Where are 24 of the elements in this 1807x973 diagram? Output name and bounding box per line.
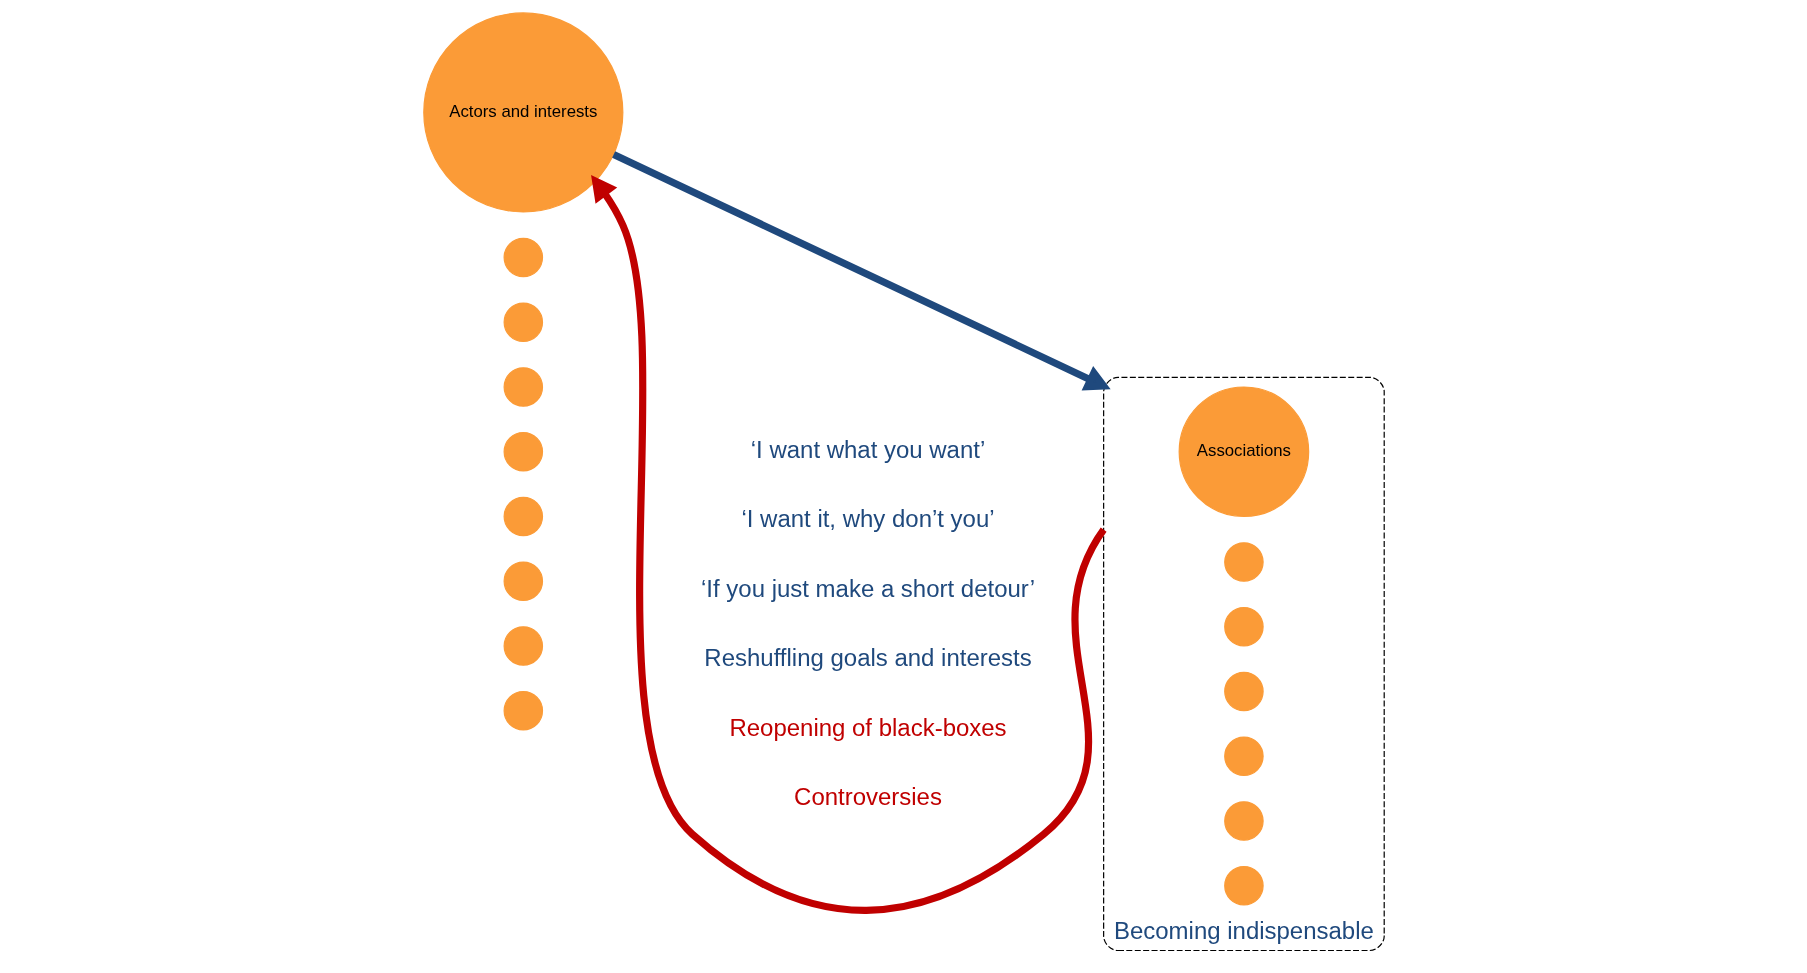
node-circle xyxy=(503,496,543,537)
arrow xyxy=(611,151,1111,391)
node-circle xyxy=(1223,736,1264,777)
label: ‘I want what you want’ xyxy=(750,435,985,463)
node-circle xyxy=(503,302,543,343)
node-circle: Associations xyxy=(1178,386,1309,518)
node-circle xyxy=(503,237,543,278)
node-circle xyxy=(1223,671,1264,712)
label: ‘I want it, why don’t you’ xyxy=(740,505,995,533)
node-circle xyxy=(1223,866,1264,906)
node-circle: Actors and interests xyxy=(422,12,623,213)
node-circle xyxy=(1223,542,1264,582)
node-circle xyxy=(503,690,543,731)
label: Reshuffling goals and interests xyxy=(703,644,1032,672)
label: Reopening of black-boxes xyxy=(728,713,1007,741)
arrow xyxy=(590,175,1107,914)
label: Controversies xyxy=(793,783,942,811)
node-circle xyxy=(1223,607,1264,647)
node-circle xyxy=(503,561,543,601)
node-circle xyxy=(503,626,543,666)
node-circle xyxy=(503,367,543,407)
node-circle xyxy=(503,431,543,472)
label: ‘If you just make a short detour’ xyxy=(700,574,1035,602)
node-circle xyxy=(1223,801,1264,841)
